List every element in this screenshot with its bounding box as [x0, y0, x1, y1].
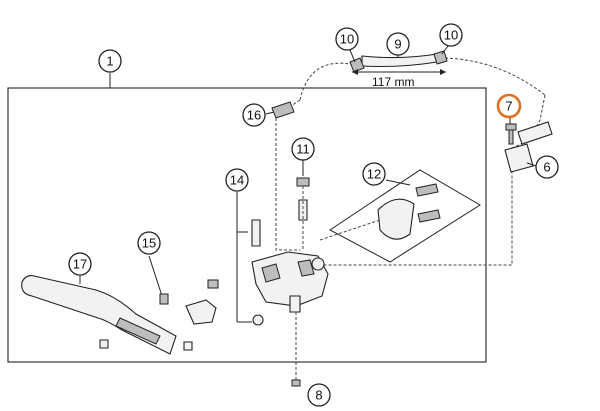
svg-text:9: 9 — [394, 37, 401, 52]
callout-15: 15 — [137, 231, 161, 255]
reservoir-6 — [504, 143, 534, 173]
callout-16: 16 — [242, 103, 266, 127]
pivot-15 — [99, 255, 219, 351]
banjo-16 — [271, 101, 295, 119]
tube-16 — [275, 99, 301, 251]
svg-text:11: 11 — [296, 142, 310, 157]
svg-text:6: 6 — [543, 160, 550, 175]
screw-7 — [505, 123, 517, 145]
callout-1: 1 — [98, 49, 122, 73]
callout-17: 17 — [68, 252, 92, 276]
svg-text:8: 8 — [315, 388, 322, 403]
reservoir-line — [310, 94, 546, 266]
assembly-frame — [7, 87, 487, 363]
bleeder-11 — [296, 160, 310, 250]
svg-text:15: 15 — [142, 236, 156, 251]
callout-14: 14 — [225, 168, 249, 192]
master-cylinder — [251, 251, 329, 313]
hose-assembly — [299, 41, 546, 101]
callout-11: 11 — [291, 137, 315, 161]
svg-text:10: 10 — [444, 28, 458, 43]
svg-text:14: 14 — [230, 173, 244, 188]
svg-text:1: 1 — [106, 54, 113, 69]
dimension-label: 117 mm — [372, 75, 414, 89]
screw-8 — [291, 379, 301, 387]
svg-text:7: 7 — [505, 99, 512, 114]
callout-12: 12 — [362, 162, 386, 186]
svg-text:10: 10 — [340, 32, 354, 47]
svg-text:16: 16 — [247, 108, 261, 123]
svg-text:17: 17 — [73, 257, 87, 272]
svg-text:12: 12 — [367, 167, 381, 182]
callout-7: 7 — [496, 93, 522, 119]
callout-10a: 10 — [335, 27, 359, 51]
reservoir-clip — [517, 121, 553, 145]
clamp-12 — [319, 169, 481, 263]
callout-6: 6 — [535, 155, 559, 179]
callout-10b: 10 — [439, 23, 463, 47]
bracket-14 — [236, 192, 264, 326]
callout-8: 8 — [307, 383, 331, 407]
brake-lever-17 — [21, 275, 177, 355]
callout-9: 9 — [386, 32, 410, 56]
